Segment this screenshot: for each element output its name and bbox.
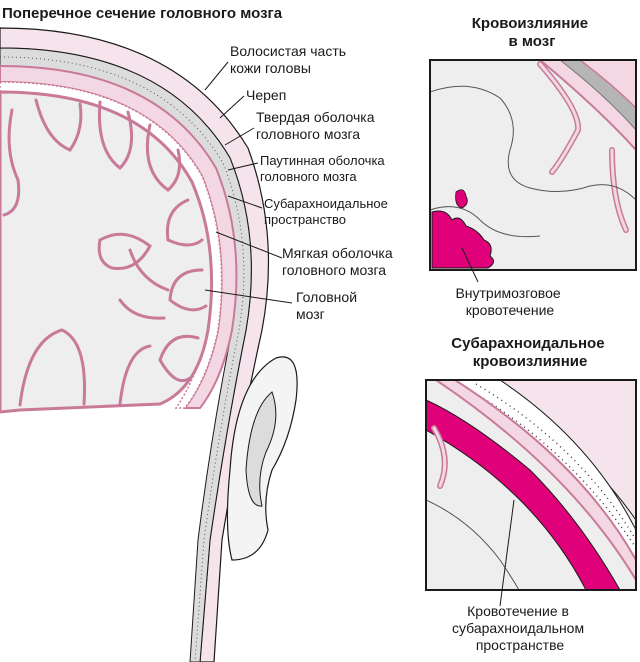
subarachnoid-layer xyxy=(0,81,223,409)
panel-subarachnoid: Субарахноидальное кровоизлияние Кровотеч… xyxy=(425,335,637,653)
intracerebral-hemorrhage xyxy=(431,210,494,269)
label-skull: Череп xyxy=(246,87,286,103)
panel-top-leader xyxy=(461,247,479,283)
label-scalp: Волосистая часть кожи головы xyxy=(230,43,350,76)
panel-top-title: Кровоизлияние в мозг xyxy=(472,15,592,50)
panel-top-grey-white-boundary xyxy=(431,85,635,200)
panel-bottom-caption: Кровотечение в субарахноидальном простра… xyxy=(452,603,588,653)
brain-gyri xyxy=(2,98,208,407)
panel-top-caption: Внутримозговое кровотечение xyxy=(455,285,564,318)
panel-intracerebral: Кровоизлияние в мозг Внутримозговое кров… xyxy=(429,15,637,318)
panel-bottom-leader xyxy=(499,499,515,607)
label-brain: Головной мозг xyxy=(296,289,361,322)
skull-texture xyxy=(0,56,245,662)
main-cross-section xyxy=(0,27,298,662)
leader-lines xyxy=(204,61,293,304)
label-arachnoid: Паутинная оболочка головного мозга xyxy=(260,153,388,184)
intracerebral-hemorrhage-spot xyxy=(455,189,468,209)
label-subarachnoid-space: Субарахноидальное пространство xyxy=(264,196,391,227)
panel-bottom-title: Субарахноидальное кровоизлияние xyxy=(451,335,608,370)
panel-bottom-dura xyxy=(435,381,635,581)
main-title: Поперечное сечение головного мозга xyxy=(2,5,283,22)
ear-inner xyxy=(245,391,277,507)
label-pia: Мягкая оболочка головного мозга xyxy=(282,245,397,278)
label-dura: Твердая оболочка головного мозга xyxy=(256,109,378,142)
subarachnoid-hemorrhage xyxy=(427,399,620,589)
brain-body xyxy=(0,90,214,414)
